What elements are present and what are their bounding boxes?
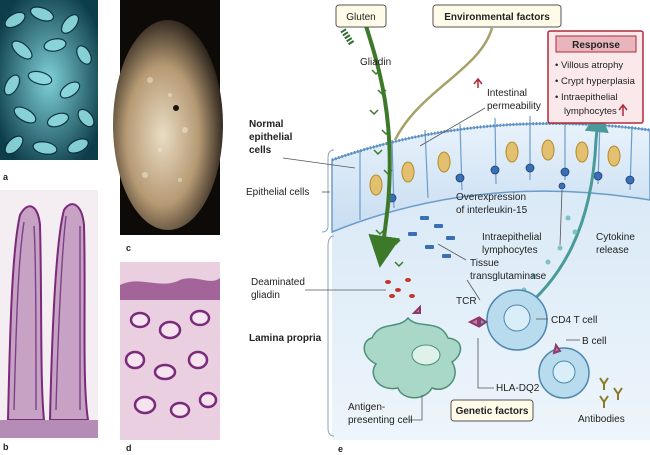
photo-panel-a [0,0,98,160]
label-deam-2: gliadin [251,290,280,301]
gluten-label: Gluten [346,12,375,23]
label-tissue-2: transglutaminase [470,271,547,282]
label-epithelial-cells: Epithelial cells [246,187,309,198]
panel-label-b: b [3,442,9,452]
response-item-4: lymphocytes [564,106,617,117]
label-cd4: CD4 T cell [551,315,597,326]
diagram-panel-e [282,25,650,440]
genetic-factors-box: Genetic factors [450,399,534,422]
label-normal-1: Normal [249,119,284,130]
label-deam-1: Deaminated [251,277,305,288]
panel-label-d: d [126,443,132,453]
deaminated-gliadin-dots [385,278,415,298]
environmental-factors-box: Environmental factors [432,4,562,28]
photo-panel-b [0,190,98,438]
label-apc-1: Antigen- [348,402,385,413]
response-item-3: • Intraepithelial [555,92,617,103]
label-normal-2: epithelial [249,132,293,143]
label-iel-2: lymphocytes [482,245,538,256]
label-apc-2: presenting cell [348,415,412,426]
gluten-fibril [340,28,355,46]
panel-label-a: a [3,172,9,182]
environmental-line [393,27,494,141]
label-lamina-propria: Lamina propria [249,333,322,344]
label-antibodies: Antibodies [578,414,625,425]
response-title: Response [572,40,620,51]
panel-label-e: e [338,444,343,454]
genetic-label: Genetic factors [456,406,529,417]
gluten-arrow [364,25,401,268]
label-normal-3: cells [249,145,272,156]
label-intestinal-1: Intestinal [487,88,527,99]
panel-label-c: c [126,243,131,253]
label-hla: HLA-DQ2 [496,383,540,394]
transglutaminase [408,216,455,258]
label-cytokine-1: Cytokine [596,232,635,243]
epithelium-layer [331,122,650,234]
label-overexp-1: Overexpression [456,192,526,203]
label-overexp-2: of interleukin-15 [456,205,528,216]
permeability-up-icon [473,77,483,88]
response-box: Response • Villous atrophy • Crypt hyper… [547,30,644,124]
photo-panel-d [120,262,220,440]
label-b-cell: B cell [582,336,606,347]
label-tcr: TCR [456,296,477,307]
response-item-2: • Crypt hyperplasia [555,76,636,87]
response-item-1: • Villous atrophy [555,60,623,71]
increase-arrow-icon [618,103,628,116]
photo-panel-c [113,0,223,235]
label-intestinal-2: permeability [487,101,541,112]
label-cytokine-2: release [596,245,629,256]
label-gliadin: Gliadin [360,57,391,68]
environmental-label: Environmental factors [444,12,550,23]
antibodies-glyphs [599,377,623,408]
epithelial-nuclei [369,139,621,196]
label-tissue-1: Tissue [470,258,500,269]
gluten-box: Gluten [335,4,387,28]
label-iel-1: Intraepithelial [482,232,541,243]
